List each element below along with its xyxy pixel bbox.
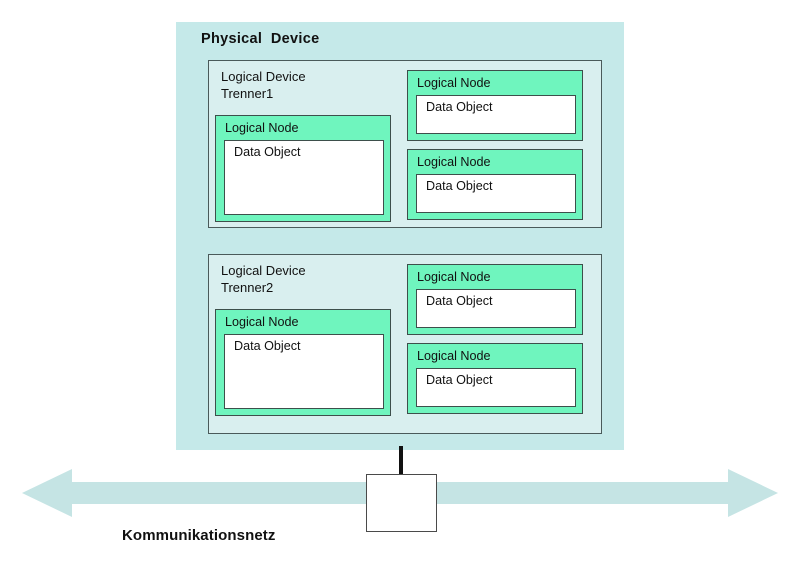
- data-object-box: Data Object: [416, 368, 576, 407]
- data-object-box: Data Object: [416, 95, 576, 134]
- logical-node-trenner2-right-top: Logical Node Data Object: [407, 264, 583, 335]
- logical-device-trenner1-label: Logical Device Trenner1: [221, 69, 306, 101]
- logical-device-trenner1: Logical Device Trenner1 Logical Node Dat…: [208, 60, 602, 228]
- physical-device-container: Physical Device Logical Device Trenner1 …: [176, 22, 624, 450]
- logical-node-label: Logical Node: [417, 349, 491, 363]
- logical-node-trenner2-right-bottom: Logical Node Data Object: [407, 343, 583, 414]
- data-object-box: Data Object: [224, 334, 384, 409]
- data-object-label: Data Object: [426, 179, 493, 193]
- logical-node-trenner1-right-bottom: Logical Node Data Object: [407, 149, 583, 220]
- physical-device-title: Physical Device: [201, 31, 320, 47]
- data-object-label: Data Object: [426, 294, 493, 308]
- logical-device-trenner2-label: Logical Device Trenner2: [221, 263, 306, 295]
- data-object-box: Data Object: [416, 174, 576, 213]
- network-connection-box: [366, 474, 437, 532]
- communication-network-label: Kommunikationsnetz: [122, 527, 276, 544]
- data-object-box: Data Object: [416, 289, 576, 328]
- logical-node-label: Logical Node: [417, 76, 491, 90]
- data-object-label: Data Object: [426, 100, 493, 114]
- data-object-box: Data Object: [224, 140, 384, 215]
- logical-node-label: Logical Node: [417, 155, 491, 169]
- data-object-label: Data Object: [234, 339, 301, 353]
- logical-device-trenner2: Logical Device Trenner2 Logical Node Dat…: [208, 254, 602, 434]
- data-object-label: Data Object: [426, 373, 493, 387]
- logical-node-label: Logical Node: [225, 121, 299, 135]
- logical-node-label: Logical Node: [417, 270, 491, 284]
- logical-node-label: Logical Node: [225, 315, 299, 329]
- network-connector-line: [399, 446, 403, 475]
- logical-node-trenner2-left: Logical Node Data Object: [215, 309, 391, 416]
- data-object-label: Data Object: [234, 145, 301, 159]
- logical-node-trenner1-left: Logical Node Data Object: [215, 115, 391, 222]
- logical-node-trenner1-right-top: Logical Node Data Object: [407, 70, 583, 141]
